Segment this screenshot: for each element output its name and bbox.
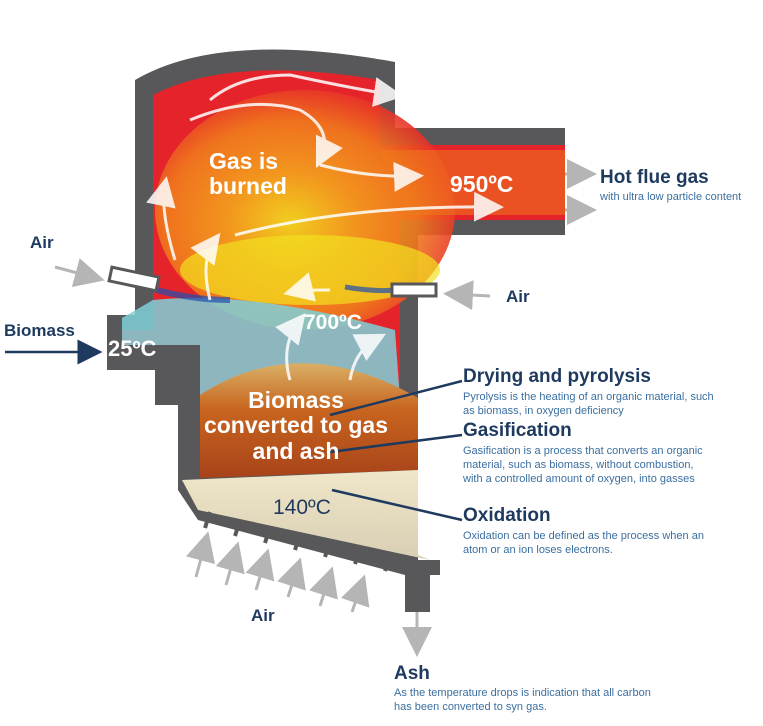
blue-streak-left: [149, 285, 231, 303]
gas-burned-label: Gas is burned: [209, 148, 287, 200]
biomass-converted-label: Biomass converted to gas and ash: [203, 387, 389, 464]
left-air-nozzle: [107, 265, 161, 293]
temp-140-label: 140ºC: [273, 496, 331, 519]
ash-bed: [182, 470, 430, 560]
flue-duct-orange: [380, 150, 565, 215]
gasification-title: Gasification: [463, 420, 572, 441]
gasification-desc: Gasification is a process that converts …: [463, 445, 703, 485]
hot-flue-gas-title: Hot flue gas: [600, 167, 709, 188]
yellow-zone: [180, 235, 440, 305]
oxidation-title: Oxidation: [463, 505, 551, 526]
ash-desc: As the temperature drops is indication t…: [394, 687, 651, 713]
grate-screw: [203, 511, 392, 572]
air-left-label: Air: [30, 233, 54, 252]
right-air-nozzle: [390, 282, 438, 298]
temp-950-label: 950ºC: [450, 171, 514, 197]
flow-arrows: [146, 73, 504, 381]
temp-25-label: 25ºC: [108, 336, 157, 361]
ash-title: Ash: [394, 663, 430, 684]
air-right-label: Air: [506, 287, 530, 306]
biomass-bed: [200, 363, 418, 478]
hot-flue-gas-subtitle: with ultra low particle content: [600, 191, 742, 203]
exterior-arrows: [54, 159, 597, 657]
biomass-input-label: Biomass: [4, 321, 75, 340]
air-bottom-label: Air: [251, 606, 275, 625]
temp-700-label: 700ºC: [304, 311, 362, 334]
drying-pyrolysis-title: Drying and pyrolysis: [463, 366, 651, 387]
oxidation-desc: Oxidation can be defined as the process …: [463, 530, 704, 556]
drying-pyrolysis-desc: Pyrolysis is the heating of an organic m…: [463, 391, 714, 417]
leader-lines: [329, 379, 463, 522]
